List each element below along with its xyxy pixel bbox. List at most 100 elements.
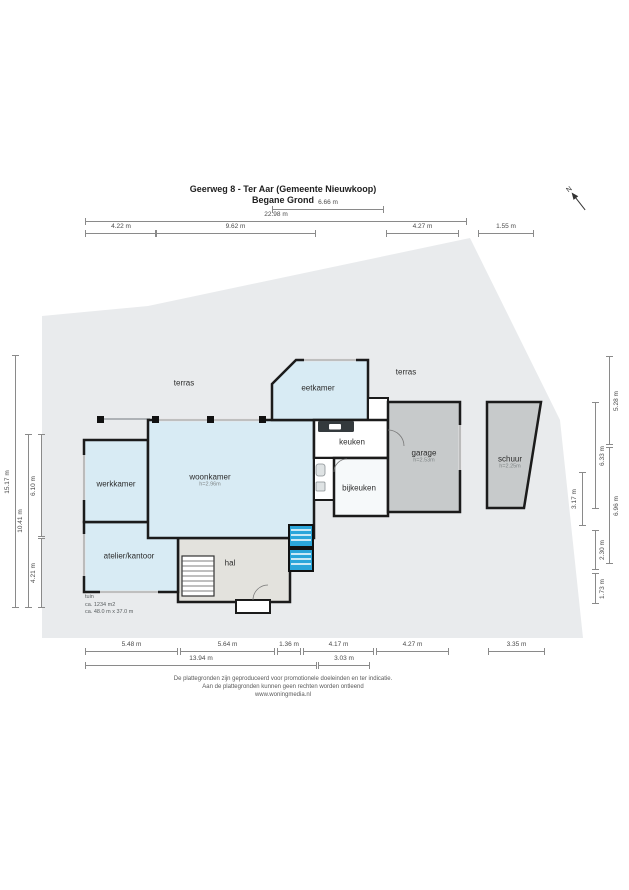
dim-label: 3.35 m [506, 640, 527, 648]
dim-bottom-427: 4.27 m [376, 641, 449, 655]
room-height-note: h=2.53m [413, 457, 435, 464]
disclaimer-line: De plattegronden zijn geproduceerd voor … [173, 676, 393, 682]
dim-line [15, 356, 16, 607]
staircase [181, 555, 215, 597]
room-label-text: eetkamer [301, 383, 335, 393]
room-label-text: keuken [339, 437, 365, 447]
dim-label: 4.21 m [29, 563, 37, 583]
room-label-text: bijkeuken [342, 483, 376, 493]
room-label-text: garage [411, 448, 437, 458]
plan-title: Geerweg 8 - Ter Aar (Gemeente Nieuwkoop)… [190, 184, 377, 206]
dim-line [41, 435, 42, 536]
dim-label: 6.66 m [318, 198, 338, 206]
garden-note: tuin ca. 1234 m2 ca. 48.0 m x 37.0 m [85, 594, 133, 617]
terras-posts [97, 416, 266, 423]
dim-label: 5.28 m [612, 390, 620, 411]
dim-label: 4.27 m [412, 222, 433, 230]
dim-line [86, 651, 177, 652]
dim-line [86, 665, 316, 666]
entrance-porch [235, 599, 271, 614]
room-label-atelier: atelier/kantoor [104, 551, 155, 560]
dim-label: 6.96 m [612, 495, 620, 516]
compass-n-label: N [565, 185, 573, 194]
dim-label: 10.41 m [16, 509, 24, 533]
disclaimer: De plattegronden zijn geproduceerd voor … [174, 675, 392, 699]
dim-top-155: 1.55 m [478, 223, 534, 237]
room-label-text: terras [395, 367, 417, 377]
dim-label: 3.17 m [570, 489, 578, 509]
dim-label: 22.98 m [264, 210, 288, 218]
room-label-eetkamer: eetkamer [301, 383, 334, 392]
dim-label: 1.73 m [598, 578, 606, 599]
dim-line [595, 574, 596, 603]
room-label-hal: hal [225, 558, 236, 567]
room-label-text: werkkamer [96, 479, 136, 489]
dim-line [479, 233, 533, 234]
dim-label: 1.36 m [279, 640, 299, 648]
schuur-floor [485, 400, 543, 510]
dim-right-696: 6.96 m [606, 447, 620, 564]
dim-line [582, 473, 583, 525]
dim-bottom-564: 5.64 m [180, 641, 275, 655]
dim-line [489, 651, 544, 652]
dim-line [181, 651, 274, 652]
disclaimer-line: Aan de plattegronden kunnen geen rechten… [202, 684, 364, 691]
dim-label: 5.48 m [121, 640, 142, 648]
woonkamer-floor [146, 418, 316, 540]
dim-line [609, 357, 610, 444]
dim-line [377, 651, 448, 652]
dim-label: 2.30 m [598, 540, 606, 560]
dim-label: 9.62 m [225, 222, 246, 230]
dim-line [86, 221, 466, 222]
room-label-text: atelier/kantoor [103, 551, 155, 561]
dim-label: 4.17 m [328, 640, 349, 648]
garage-floor [386, 400, 462, 514]
dim-line [304, 651, 373, 652]
dim-bottom-1394: 13.94 m [85, 655, 317, 669]
plan-address: Geerweg 8 - Ter Aar (Gemeente Nieuwkoop) [189, 184, 377, 194]
dim-line [156, 233, 315, 234]
room-label-terras-right: terras [396, 367, 416, 376]
room-label-text: hal [224, 558, 236, 568]
dim-line [28, 435, 29, 607]
dim-line [595, 403, 596, 508]
dim-bottom-136: 1.36 m [277, 641, 301, 655]
dim-line [41, 539, 42, 607]
room-height-note: h=2.25m [499, 463, 521, 470]
windows [82, 358, 462, 594]
dim-left-610: 6.10 m [30, 434, 45, 537]
dim-right-230: 2.30 m [592, 530, 606, 570]
dim-label: 15.17 m [3, 469, 11, 494]
garden-area: ca. 1234 m2 [85, 601, 116, 608]
dim-label: 6.33 m [598, 445, 606, 466]
dim-line [609, 448, 610, 563]
door-arcs [252, 429, 405, 601]
dim-bottom-548: 5.48 m [85, 641, 178, 655]
bathroom-fixtures [315, 463, 326, 492]
bijkeuken-floor [332, 456, 390, 518]
dim-top-962: 9.62 m [155, 223, 316, 237]
room-label-bijkeuken: bijkeuken [342, 483, 376, 492]
garden-label: tuin [85, 594, 94, 600]
room-height-note: h=2.96m [199, 481, 221, 488]
dim-right-528: 5.28 m [606, 356, 620, 445]
room-label-text: schuur [497, 454, 523, 464]
dim-line [387, 233, 458, 234]
plan-floor-name: Begane Grond [251, 194, 314, 205]
north-compass: N [565, 185, 586, 211]
dim-left-1041: 10.41 m [17, 434, 32, 608]
dim-line [273, 209, 383, 210]
dim-top-2298: 22.98 m [85, 211, 467, 225]
dim-right-317: 3.17 m [571, 472, 586, 526]
dim-left-421: 4.21 m [30, 538, 45, 608]
dim-line [595, 531, 596, 569]
dim-label: 3.03 m [334, 654, 354, 662]
dim-label: 6.10 m [29, 475, 37, 496]
dim-line [278, 651, 300, 652]
dim-right-173: 1.73 m [592, 573, 606, 604]
dim-bottom-335: 3.35 m [488, 641, 545, 655]
